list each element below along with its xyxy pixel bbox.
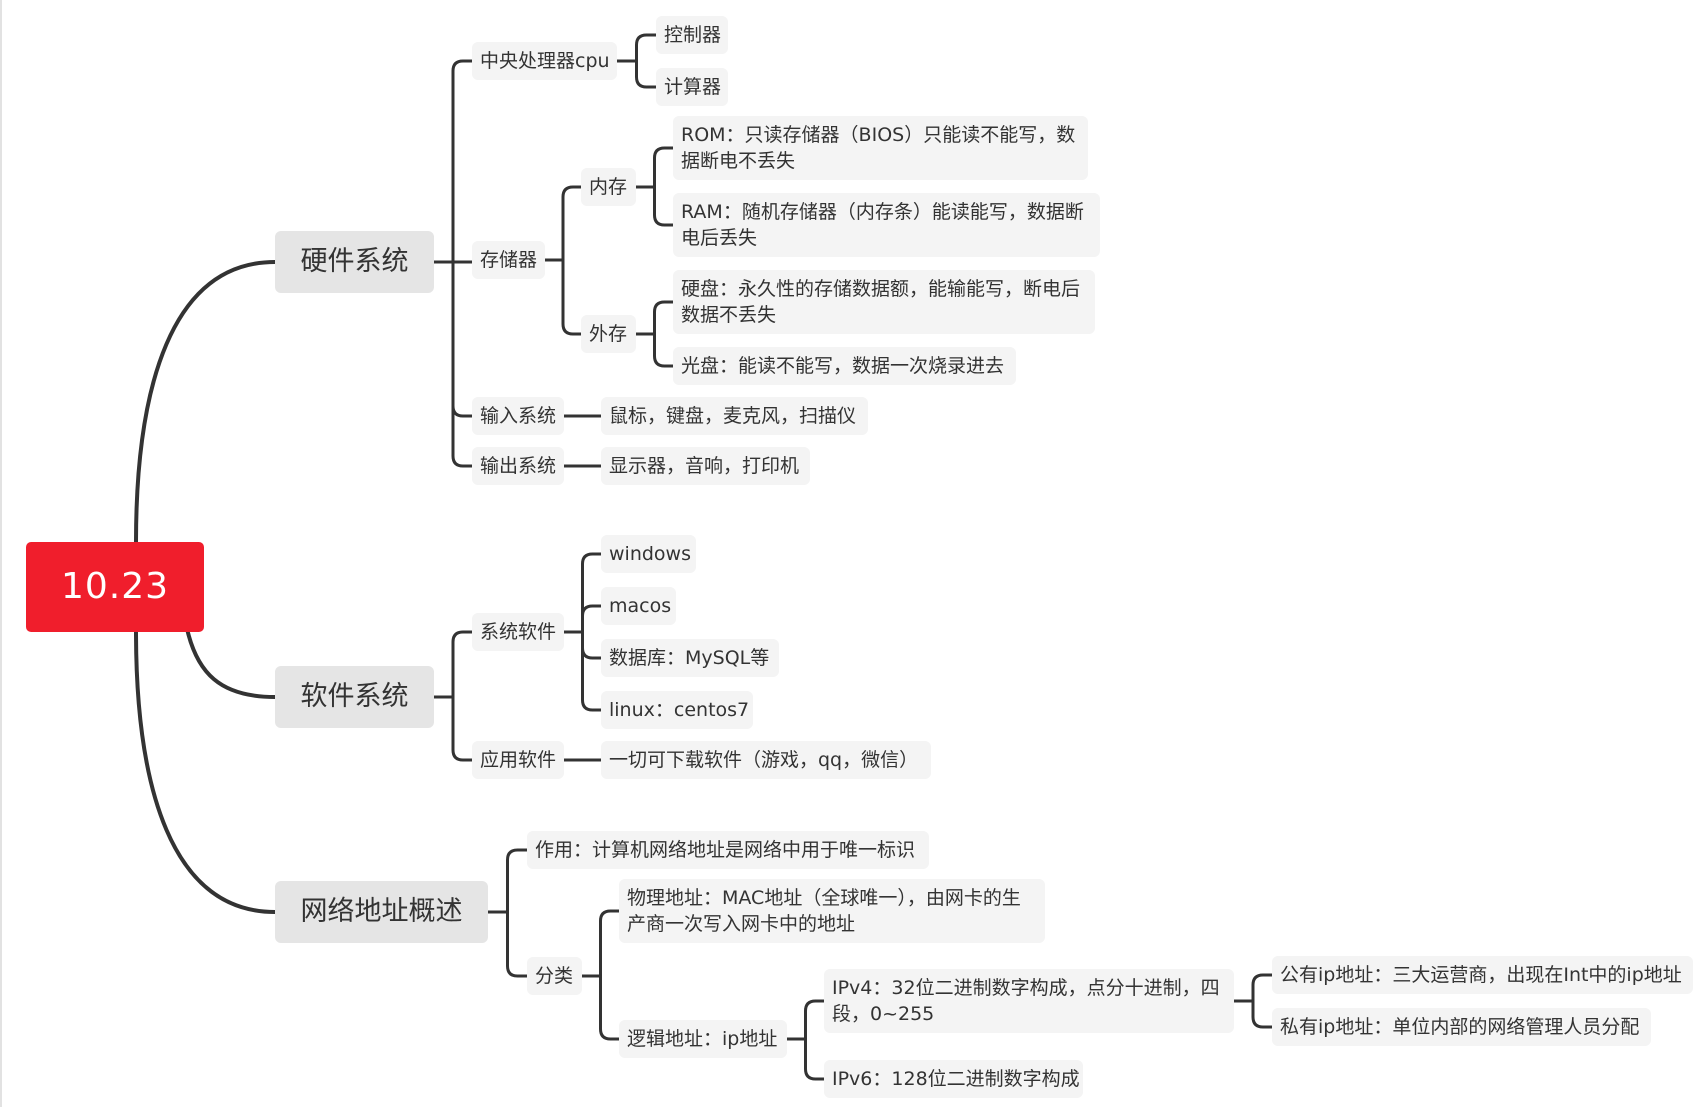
subtopic-private-ip[interactable]: 私有ip地址：单位内部的网络管理人员分配 <box>1272 1008 1651 1046</box>
subtopic-ipv6[interactable]: IPv6：128位二进制数字构成 <box>824 1060 1083 1098</box>
connector-line <box>134 630 277 914</box>
subtopic-downloadable-software[interactable]: 一切可下载软件（游戏，qq，微信） <box>601 741 931 779</box>
connector-line <box>506 848 529 914</box>
connector-line <box>1251 973 1274 1003</box>
subtopic-input-devices[interactable]: 鼠标，键盘，麦克风，扫描仪 <box>601 397 868 435</box>
main-topic-software-system[interactable]: 软件系统 <box>275 666 434 728</box>
connector-line <box>653 146 675 189</box>
connector-line <box>134 260 277 544</box>
connector-line <box>581 604 603 634</box>
connector-line <box>184 622 277 699</box>
subtopic-hard-disk[interactable]: 硬盘：永久性的存储数据额，能输能写，断电后数据不丢失 <box>673 270 1095 334</box>
subtopic-classification[interactable]: 分类 <box>527 957 582 995</box>
subtopic-external-storage[interactable]: 外存 <box>581 315 636 353</box>
subtopic-output-devices[interactable]: 显示器，音响，打印机 <box>601 447 810 485</box>
subtopic-calculator[interactable]: 计算器 <box>656 68 728 106</box>
subtopic-system-software[interactable]: 系统软件 <box>472 613 564 651</box>
connector-line <box>653 300 675 336</box>
subtopic-rom[interactable]: ROM：只读存储器（BIOS）只能读不能写，数据断电不丢失 <box>673 116 1088 180</box>
subtopic-ipv4[interactable]: IPv4：32位二进制数字构成，点分十进制，四段，0~255 <box>824 969 1234 1033</box>
subtopic-ram[interactable]: RAM：随机存储器（内存条）能读能写，数据断电后丢失 <box>673 193 1100 257</box>
subtopic-public-ip[interactable]: 公有ip地址：三大运营商，出现在Int中的ip地址 <box>1272 956 1693 994</box>
connector-line <box>599 974 621 1041</box>
subtopic-cpu[interactable]: 中央处理器cpu <box>472 42 617 80</box>
connector-line <box>581 630 603 712</box>
subtopic-logical-address[interactable]: 逻辑地址：ip地址 <box>619 1020 787 1058</box>
connector-line <box>599 909 621 978</box>
subtopic-input-system[interactable]: 输入系统 <box>472 397 564 435</box>
connector-line <box>581 630 603 660</box>
subtopic-macos[interactable]: macos <box>601 587 676 625</box>
connector-line <box>451 260 474 418</box>
subtopic-optical-disc[interactable]: 光盘：能读不能写，数据一次烧录进去 <box>673 347 1016 385</box>
subtopic-database[interactable]: 数据库：MySQL等 <box>601 639 779 677</box>
connector-line <box>451 630 474 699</box>
central-topic[interactable]: 10.23 <box>26 542 204 632</box>
subtopic-purpose[interactable]: 作用：计算机网络地址是网络中用于唯一标识 <box>527 831 929 869</box>
subtopic-storage[interactable]: 存储器 <box>472 241 545 279</box>
subtopic-controller[interactable]: 控制器 <box>656 16 728 54</box>
connector-line <box>804 1037 826 1081</box>
connector-line <box>561 185 583 262</box>
connector-line <box>581 552 603 634</box>
connector-line <box>451 59 474 264</box>
subtopic-application-software[interactable]: 应用软件 <box>472 741 564 779</box>
connector-line <box>451 260 474 468</box>
connector-line <box>451 695 474 762</box>
connector-line <box>635 59 658 89</box>
connector-line <box>653 332 675 368</box>
connector-line <box>561 258 583 336</box>
subtopic-internal-memory[interactable]: 内存 <box>581 168 636 206</box>
connector-line <box>1251 999 1274 1029</box>
connector-line <box>635 33 658 63</box>
connector-line <box>804 999 826 1041</box>
subtopic-physical-address[interactable]: 物理地址：MAC地址（全球唯一），由网卡的生产商一次写入网卡中的地址 <box>619 879 1045 943</box>
connector-line <box>506 910 529 978</box>
main-topic-hardware-system[interactable]: 硬件系统 <box>275 231 434 293</box>
subtopic-windows[interactable]: windows <box>601 535 696 573</box>
subtopic-output-system[interactable]: 输出系统 <box>472 447 564 485</box>
connector-line <box>653 185 675 227</box>
subtopic-linux[interactable]: linux：centos7 <box>601 691 753 729</box>
main-topic-network-address-overview[interactable]: 网络地址概述 <box>275 881 488 943</box>
